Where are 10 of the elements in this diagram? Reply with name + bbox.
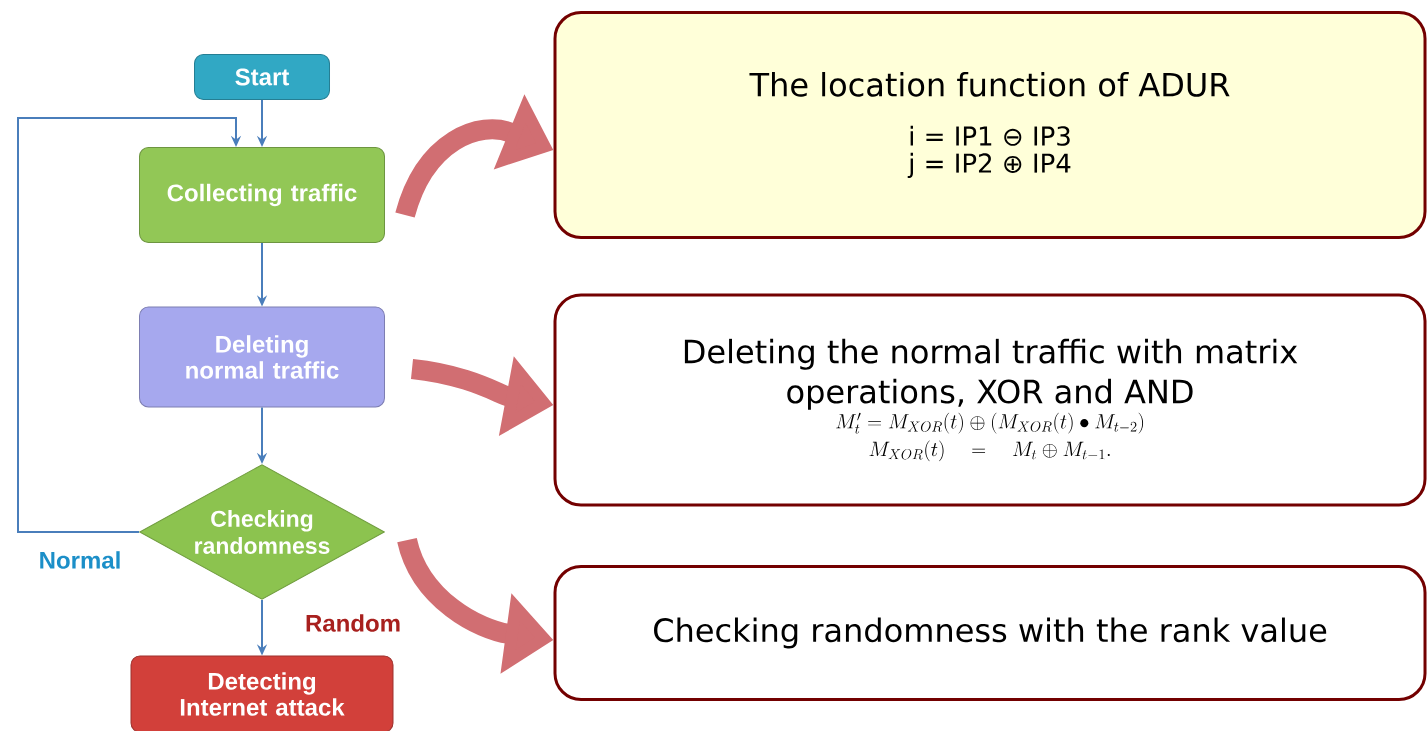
result-box: Detecting Internet attack	[130, 655, 394, 731]
info-box: Deleting the normal traffic with matrix operations, XOR and AND $M'_t = M_{XOR}(t) \oplus (M_{XOR}(t) \bullet M_{t-2})$ $M_{XOR}(t) \quad = \quad M_t \oplus M_{t-1}.$	[553, 293, 1427, 507]
process-box: Collecting traffic	[139, 147, 385, 243]
edge-label: Normal	[40, 551, 120, 569]
start-box: Start	[194, 54, 330, 100]
process-box: Deleting normal traffic	[139, 306, 385, 408]
info-box: The location function of ADUR i = IP1 ⊖ IP3 j = IP2 ⊕ IP4	[553, 11, 1427, 239]
edge-label: Random	[306, 614, 400, 632]
info-box: Checking randomness with the rank value	[553, 565, 1427, 701]
loop-arrow	[17, 117, 242, 533]
